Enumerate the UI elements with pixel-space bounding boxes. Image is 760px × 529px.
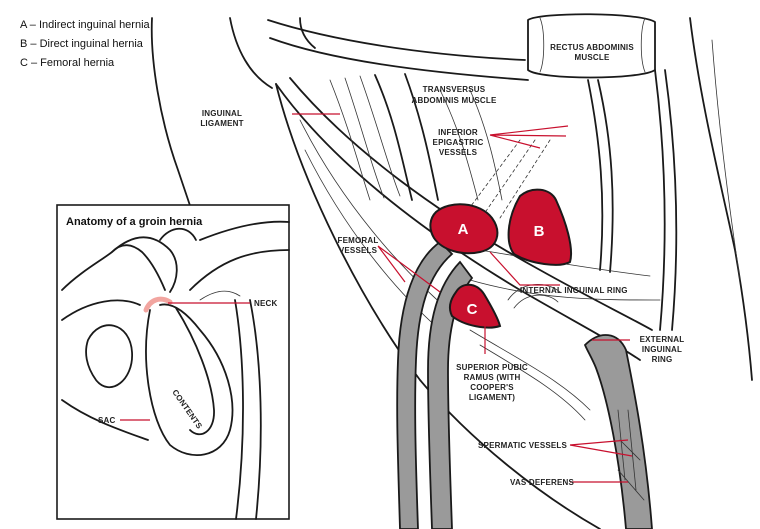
- label-pubic-4: LIGAMENT): [469, 393, 515, 402]
- anatomy-labels: RECTUS ABDOMINIS MUSCLE TRANSVERSUS ABDO…: [200, 43, 684, 487]
- hernia-a-letter: A: [458, 221, 469, 238]
- label-transversus-2: ABDOMINIS MUSCLE: [412, 96, 497, 105]
- legend-item-a: A – Indirect inguinal hernia: [20, 19, 151, 31]
- femoral-vessel-inner: [427, 260, 474, 529]
- label-external-3: RING: [652, 355, 673, 364]
- legend-item-c: C – Femoral hernia: [20, 57, 115, 69]
- legend: A – Indirect inguinal hernia B – Direct …: [20, 19, 151, 69]
- inset-title: Anatomy of a groin hernia: [66, 216, 203, 228]
- label-rectus-1: RECTUS ABDOMINIS: [550, 43, 634, 52]
- label-inguinal-ligament-2: LIGAMENT: [200, 119, 243, 128]
- inset-label-neck: NECK: [254, 299, 277, 308]
- label-epigastric-1: INFERIOR: [438, 128, 478, 137]
- label-external-2: INGUINAL: [642, 345, 682, 354]
- hernia-a: [429, 203, 499, 255]
- hernia-b: [507, 188, 572, 266]
- label-inguinal-ligament-1: INGUINAL: [202, 109, 242, 118]
- label-pubic-1: SUPERIOR PUBIC: [456, 363, 528, 372]
- femoral-vessel-outer: [396, 240, 454, 529]
- label-epigastric-3: VESSELS: [439, 148, 478, 157]
- legend-item-b: B – Direct inguinal hernia: [20, 38, 144, 50]
- femoral-vessels: [396, 240, 474, 529]
- leader-lines: [292, 113, 633, 483]
- inset-label-sac: SAC: [98, 416, 116, 425]
- label-spermatic-vessels: SPERMATIC VESSELS: [478, 441, 568, 450]
- inset-panel: Anatomy of a groin hernia NECK SAC CONTE…: [56, 204, 290, 520]
- hernia-markers: A B C: [429, 188, 572, 329]
- label-internal-ring: INTERNAL INGUINAL RING: [520, 286, 628, 295]
- label-pubic-2: RAMUS (WITH: [464, 373, 521, 382]
- hernia-b-letter: B: [534, 223, 545, 240]
- label-transversus-1: TRANSVERSUS: [423, 85, 486, 94]
- label-rectus-2: MUSCLE: [575, 53, 610, 62]
- label-external-1: EXTERNAL: [640, 335, 685, 344]
- hernia-c-letter: C: [467, 301, 478, 318]
- label-epigastric-2: EPIGASTRIC: [433, 138, 484, 147]
- label-vas-deferens: VAS DEFERENS: [510, 478, 575, 487]
- label-femoral-1: FEMORAL: [338, 236, 379, 245]
- hernia-c: [448, 283, 502, 329]
- label-femoral-2: VESSELS: [339, 246, 378, 255]
- spermatic-cord: [583, 334, 653, 529]
- label-pubic-3: COOPER'S: [470, 383, 514, 392]
